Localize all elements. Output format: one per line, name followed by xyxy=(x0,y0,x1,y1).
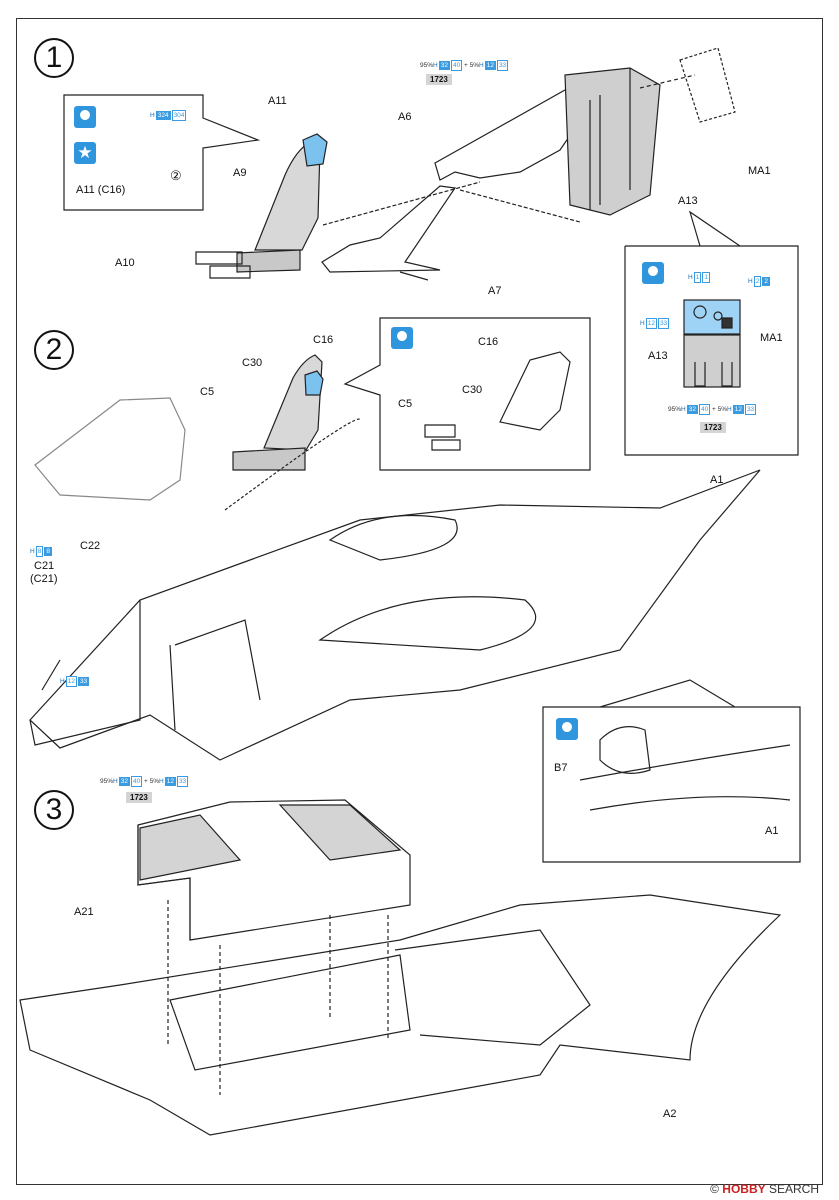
label-a1: A1 xyxy=(710,474,724,486)
label-a21: A21 xyxy=(74,906,94,918)
label-c5: C5 xyxy=(200,386,215,398)
frame-a7 xyxy=(321,185,457,273)
paint-brush-icon xyxy=(391,327,413,349)
step1-paint-tag: 1723 xyxy=(426,74,452,85)
label-a11: A11 xyxy=(268,95,287,107)
watermark: © HOBBY SEARCH xyxy=(710,1182,819,1196)
floor-a2 xyxy=(19,894,782,1136)
label-a2: A2 xyxy=(663,1108,677,1120)
step2-detail-box xyxy=(542,679,801,863)
detail-paint-tag: 1723 xyxy=(700,422,726,433)
detail-label-a1: A1 xyxy=(765,825,779,837)
label-ma1: MA1 xyxy=(748,165,771,177)
step1-detail-box xyxy=(624,210,799,456)
step-number-2: 2 xyxy=(34,330,74,370)
fuselage-a1 xyxy=(29,469,761,761)
step2-paint-tag: 1723 xyxy=(126,792,152,803)
inset-label-c16: C16 xyxy=(478,336,499,348)
star-icon: ★ xyxy=(74,142,96,164)
paint-brush-icon xyxy=(74,106,96,128)
label-a7: A7 xyxy=(488,285,502,297)
step1-inset-label: A11 (C16) xyxy=(76,184,126,196)
label-a9: A9 xyxy=(233,167,247,179)
detail-label-ma1: MA1 xyxy=(760,332,783,344)
paint-brush-icon xyxy=(556,718,578,740)
step-number-1: 1 xyxy=(34,38,74,78)
step1-callout xyxy=(63,94,261,211)
decal-ma1 xyxy=(679,47,736,123)
inset-label-c5: C5 xyxy=(398,398,413,410)
label-a13: A13 xyxy=(678,195,698,207)
label-c21b: (C21) xyxy=(30,573,58,585)
label-b7: B7 xyxy=(554,762,568,774)
paint-brush-icon xyxy=(642,262,664,284)
page-border xyxy=(16,18,823,1185)
label-c30: C30 xyxy=(242,357,263,369)
inset-label-c30: C30 xyxy=(462,384,483,396)
label-c22: C22 xyxy=(80,540,101,552)
detail-label-a13: A13 xyxy=(648,350,668,362)
label-a6: A6 xyxy=(398,111,412,123)
step2-callout xyxy=(343,317,591,471)
step1-inset-circle: ② xyxy=(170,168,182,183)
label-c16: C16 xyxy=(313,334,334,346)
label-a10: A10 xyxy=(115,257,135,269)
step-number-3: 3 xyxy=(34,790,74,830)
panel-a13 xyxy=(564,67,661,216)
seat-a9 xyxy=(254,141,321,251)
label-c21: C21 xyxy=(34,560,55,572)
